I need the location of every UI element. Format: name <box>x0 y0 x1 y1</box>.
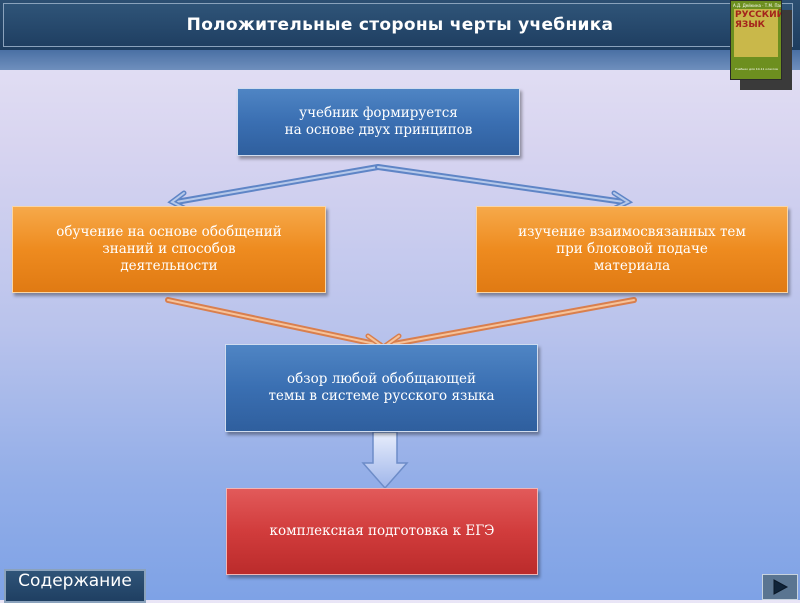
top-principle-text: учебник формируется на основе двух принц… <box>284 105 473 138</box>
next-slide-icon <box>773 579 789 595</box>
next-slide-button[interactable] <box>762 574 798 600</box>
top-principle-box: учебник формируется на основе двух принц… <box>237 88 520 156</box>
down-arrow-to-bottom-box <box>361 431 409 490</box>
left-principle-text: обучение на основе обобщений знаний и сп… <box>56 224 282 274</box>
book-cover-image: А.Д. Дейкина · Т.М. Пахнова РУССКИЙ ЯЗЫК… <box>730 0 782 80</box>
arrow-to-right-box <box>375 164 634 212</box>
middle-result-text: обзор любой обобщающей темы в системе ру… <box>268 371 495 404</box>
left-principle-box: обучение на основе обобщений знаний и сп… <box>12 206 326 293</box>
arrow-to-left-box <box>167 164 381 212</box>
bottom-goal-text: комплексная подготовка к ЕГЭ <box>269 523 495 539</box>
title-bar: Положительные стороны черты учебника <box>0 0 800 50</box>
middle-result-box: обзор любой обобщающей темы в системе ру… <box>225 344 538 432</box>
page-title: Положительные стороны черты учебника <box>186 15 614 35</box>
right-principle-text: изучение взаимосвязанных тем при блоково… <box>518 224 746 274</box>
title-frame <box>3 3 793 47</box>
book-title-panel <box>734 9 778 57</box>
contents-button[interactable]: Содержание <box>4 569 146 603</box>
contents-button-label: Содержание <box>18 571 132 591</box>
book-authors: А.Д. Дейкина · Т.М. Пахнова <box>733 3 782 8</box>
bottom-goal-box: комплексная подготовка к ЕГЭ <box>226 488 538 575</box>
book-subtitle: Учебник для 10-11 классов <box>735 67 778 71</box>
book-title: РУССКИЙ ЯЗЫК <box>735 10 782 30</box>
header-accent-band <box>0 50 800 70</box>
right-principle-box: изучение взаимосвязанных тем при блоково… <box>476 206 788 293</box>
